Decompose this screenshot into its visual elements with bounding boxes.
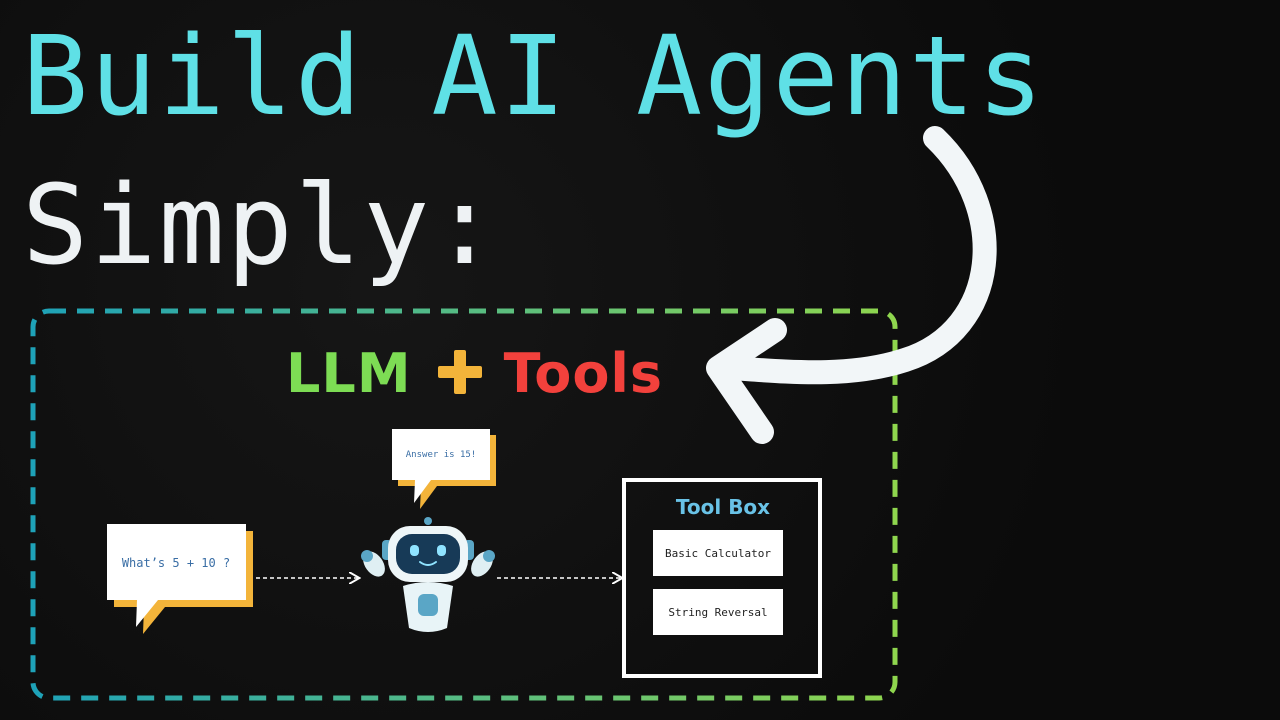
plus-icon	[437, 350, 482, 394]
tool-string-reversal: String Reversal	[653, 589, 783, 635]
answer-bubble	[392, 429, 496, 509]
heading-tools: Tools	[503, 342, 664, 405]
robot-icon	[361, 517, 495, 632]
diagram-heading: LLM Tools	[286, 342, 663, 405]
heading-llm: LLM	[286, 342, 412, 405]
question-bubble	[107, 524, 253, 634]
answer-text: Answer is 15!	[405, 450, 477, 460]
title-line-2: Simply:	[22, 161, 500, 289]
curved-arrow-icon	[706, 126, 997, 444]
tool-basic-calculator: Basic Calculator	[653, 530, 783, 576]
toolbox-frame	[622, 478, 822, 678]
toolbox-title: Tool Box	[675, 495, 771, 519]
title-line-1: Build AI Agents	[22, 12, 1046, 140]
question-text: What’s 5 + 10 ?	[121, 556, 231, 570]
